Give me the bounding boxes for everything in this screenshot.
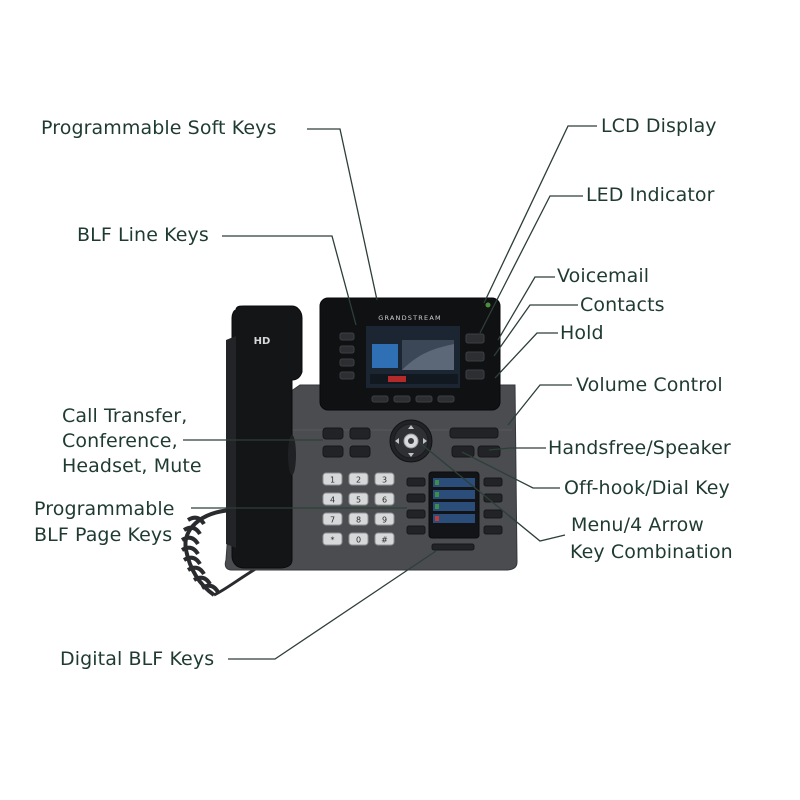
label-call-transfer-line-1: Call Transfer, <box>62 405 188 427</box>
keypad-key <box>322 532 343 546</box>
keypad-key <box>348 532 369 546</box>
keypad-key-label: 7 <box>330 516 335 525</box>
volume-speaker-keys <box>449 427 501 458</box>
label-programmable-soft-keys: Programmable Soft Keys <box>41 117 277 139</box>
keypad-key-label: 9 <box>382 516 387 525</box>
keypad-key-label: # <box>381 536 388 545</box>
function-keys <box>322 427 371 458</box>
label-menu-arrow-line-2: Key Combination <box>570 541 733 563</box>
voicemail-contacts-hold-keys <box>465 333 485 380</box>
keypad-key-label: 3 <box>382 476 387 485</box>
keypad-key <box>374 472 395 486</box>
label-led-indicator: LED Indicator <box>586 184 715 206</box>
keypad-key-label: 6 <box>382 496 387 505</box>
keypad-key <box>322 472 343 486</box>
brand-logo: GRANDSTREAM <box>378 314 442 322</box>
navigation-cluster <box>389 419 433 463</box>
label-blf-line-keys: BLF Line Keys <box>77 224 209 246</box>
keypad-key-label: * <box>331 536 335 545</box>
label-handsfree-speaker: Handsfree/Speaker <box>548 437 731 459</box>
keypad-key <box>374 492 395 506</box>
label-contacts: Contacts <box>580 294 665 316</box>
keypad-key <box>348 512 369 526</box>
keypad-key <box>348 472 369 486</box>
keypad-key <box>322 512 343 526</box>
label-call-transfer-line-3: Headset, Mute <box>62 455 202 477</box>
label-lcd-display: LCD Display <box>601 115 717 137</box>
keypad-key <box>322 492 343 506</box>
label-call-transfer-line-2: Conference, <box>62 430 178 452</box>
keypad-key <box>374 532 395 546</box>
label-blf-page-keys-line-2: BLF Page Keys <box>34 524 173 546</box>
keypad-key-label: 5 <box>356 496 361 505</box>
keypad-key-label: 0 <box>356 536 361 545</box>
label-volume-control: Volume Control <box>576 374 723 396</box>
label-menu-arrow-line-1: Menu/4 Arrow <box>571 514 704 536</box>
programmable-soft-keys <box>339 332 355 380</box>
keypad-key-label: 2 <box>356 476 361 485</box>
dial-keypad: 1 2 3 4 5 6 7 8 9 * 0 # <box>322 472 395 546</box>
led-indicator <box>485 302 491 308</box>
label-blf-page-keys-line-1: Programmable <box>34 498 175 520</box>
keypad-key-label: 4 <box>330 496 335 505</box>
programmable-blf-page-keys <box>406 477 426 535</box>
keypad-key-label: 1 <box>330 476 335 485</box>
label-hold: Hold <box>560 322 604 344</box>
keypad-key <box>374 512 395 526</box>
label-offhook-dial-key: Off-hook/Dial Key <box>564 477 730 499</box>
label-voicemail: Voicemail <box>557 265 650 287</box>
label-digital-blf-keys: Digital BLF Keys <box>60 648 215 670</box>
handset <box>226 305 303 569</box>
keypad-key-label: 8 <box>356 516 361 525</box>
keypad-key <box>348 492 369 506</box>
handset-hd-badge: HD <box>254 336 271 347</box>
